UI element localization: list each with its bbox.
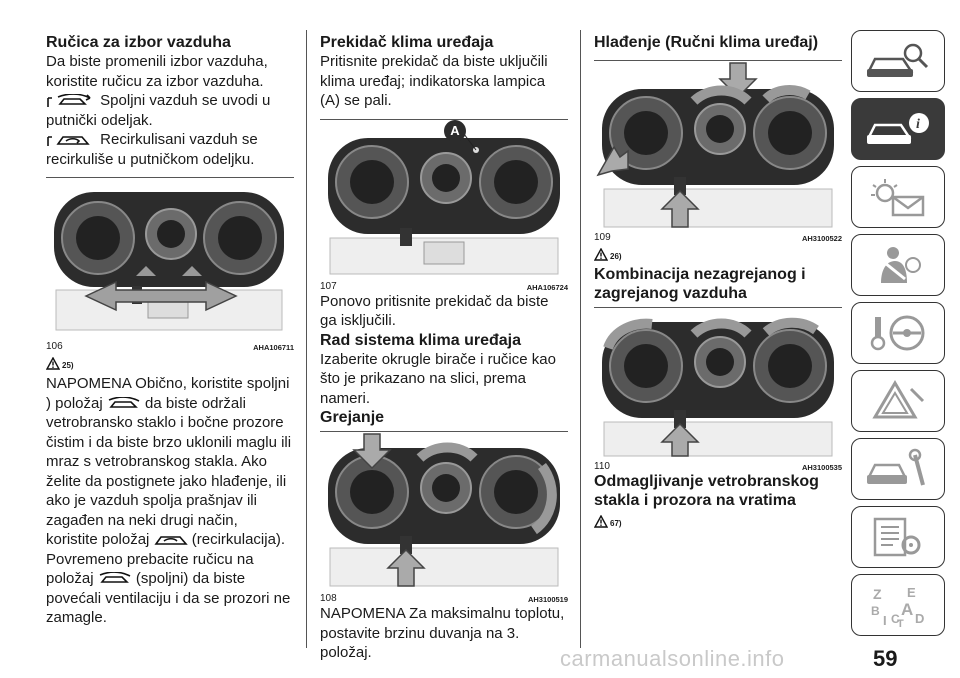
column-divider xyxy=(306,30,307,648)
warning-number: 67) xyxy=(610,519,622,528)
figure-code: AHA106711 xyxy=(253,343,294,352)
car-search-icon xyxy=(866,43,929,77)
spec-sheet-gear-icon xyxy=(873,517,921,557)
paragraph: Ponovo pritisnite prekidač da biste ga i… xyxy=(320,292,549,330)
figure-caption: 106 AHA106711 xyxy=(46,340,294,352)
index-letter: A xyxy=(901,600,913,619)
watermark: carmanualsonline.info xyxy=(560,646,785,671)
key-steering-icon xyxy=(870,315,925,351)
warning-triangle-icon xyxy=(594,515,608,528)
note-text-c: (recirkulacija). Povremeno prebacite ruč… xyxy=(46,531,286,587)
recirculation-icon xyxy=(47,136,90,147)
section-title: Rad sistema klima uređaja xyxy=(320,331,521,349)
note-text-b: da biste održali vetrobransko staklo i b… xyxy=(46,394,292,549)
paragraph: Da biste promenili izbor vazduha, korist… xyxy=(46,53,268,90)
figure-number: 108 xyxy=(320,593,337,604)
figure-code: AH3100519 xyxy=(527,595,568,604)
note-text-d: (spoljni) da biste povećali ventilaciju … xyxy=(46,570,291,626)
tab-car-search[interactable] xyxy=(851,30,945,92)
warning-number: 26) xyxy=(610,252,622,261)
hvac-panel-mixed-illustration xyxy=(602,317,834,457)
hazard-triangle-icon xyxy=(872,380,925,419)
car-info-icon: i xyxy=(866,113,929,144)
warning-light-mail-icon xyxy=(871,179,925,217)
index-letter: T xyxy=(897,618,904,627)
warning-number: 25) xyxy=(62,361,74,370)
index-letter: Z xyxy=(873,586,882,602)
warning-reference: 26) xyxy=(594,245,842,261)
callout-a: A xyxy=(444,119,466,142)
tab-index[interactable]: Z E B A I C T D xyxy=(851,574,945,636)
tab-warning-lights[interactable] xyxy=(851,166,945,228)
tab-car-info[interactable]: i xyxy=(851,98,945,160)
column-cooling: Hlađenje (Ručni klima uređaj) 109 AH3100… xyxy=(594,33,842,532)
figure-caption: 107 AHA106724 xyxy=(320,280,568,292)
index-letter: E xyxy=(907,585,916,600)
figure-code: AHA106724 xyxy=(526,282,568,292)
tab-maintenance[interactable] xyxy=(851,438,945,500)
paragraph: Pritisnite prekidač da biste uključili k… xyxy=(320,53,548,109)
section-title: Prekidač klima uređaja xyxy=(320,34,494,51)
outside-air-icon xyxy=(47,94,91,108)
index-letter: I xyxy=(883,613,887,627)
section-title: Hlađenje (Ručni klima uređaj) xyxy=(594,34,819,51)
column-ac-switch: Prekidač klima uređaja Pritisnite prekid… xyxy=(320,33,568,663)
subsection-title: Grejanje xyxy=(320,409,385,426)
recirculation-icon xyxy=(154,536,188,545)
svg-text:i: i xyxy=(916,117,920,132)
figure-number: 106 xyxy=(46,341,63,352)
list-item: Recirkulisani vazduh se recirkuliše u pu… xyxy=(46,130,292,169)
hvac-panel-cooling-illustration xyxy=(596,62,834,228)
column-divider xyxy=(580,30,581,648)
index-letter: D xyxy=(915,611,924,626)
warning-triangle-icon xyxy=(46,357,60,370)
section-title: Kombinacija nezagrejanog i zagrejanog va… xyxy=(594,266,806,302)
figure-number: 107 xyxy=(320,280,337,292)
hvac-panel-heating-illustration xyxy=(328,433,560,587)
index-letter: B xyxy=(871,604,880,618)
warning-triangle-icon xyxy=(594,248,608,261)
tab-emergency[interactable] xyxy=(851,370,945,432)
outside-air-icon xyxy=(108,396,140,408)
warning-reference: 67) xyxy=(594,512,842,528)
figure-number: 109 xyxy=(594,232,611,243)
figure-107: A 107 AHA106724 xyxy=(320,118,568,292)
page-number: 59 xyxy=(873,646,898,671)
list-item-text: Recirkulisani vazduh se recirkuliše u pu… xyxy=(46,131,258,168)
tab-technical-data[interactable] xyxy=(851,506,945,568)
index-letter: C xyxy=(891,612,900,626)
chapter-tabs: i Z E B A I C T D xyxy=(851,30,947,642)
warning-reference: 25) xyxy=(46,354,292,370)
figure-code: AH3100535 xyxy=(801,463,842,472)
note-paragraph: NAPOMENA Obično, koristite spoljni ) pol… xyxy=(46,374,292,628)
alphabet-index-icon: Z E B A I C T D xyxy=(871,585,924,627)
list-item-text: Spoljni vazduh se uvodi u putnički odelj… xyxy=(46,92,271,129)
tab-safety[interactable] xyxy=(851,234,945,296)
paragraph: NAPOMENA Za maksimalnu toplotu, postavit… xyxy=(320,605,565,661)
section-title: Odmagljivanje vetrobranskog stakla i pro… xyxy=(594,473,819,509)
figure-106: 106 AHA106711 xyxy=(46,177,294,352)
tab-starting-driving[interactable] xyxy=(851,302,945,364)
hvac-panel-illustration xyxy=(328,133,560,274)
figure-109: 109 AH3100522 xyxy=(594,60,842,243)
figure-caption: 110 AH3100535 xyxy=(594,460,842,472)
figure-number: 110 xyxy=(594,461,610,472)
figure-caption: 109 AH3100522 xyxy=(594,231,842,243)
hvac-panel-illustration xyxy=(46,178,292,338)
figure-code: AH3100522 xyxy=(801,234,842,243)
list-item: Spoljni vazduh se uvodi u putnički odelj… xyxy=(46,91,292,130)
figure-caption: 108 AH3100519 xyxy=(320,592,568,604)
outside-air-icon xyxy=(99,572,131,583)
figure-108: 108 AH3100519 xyxy=(320,431,568,604)
paragraph: Izaberite okrugle birače i ručice kao št… xyxy=(320,350,556,407)
car-wrench-icon xyxy=(866,448,925,486)
note-text-a: NAPOMENA Obično, koristite spoljni ) pol… xyxy=(46,375,290,412)
section-title: Ručica za izbor vazduha xyxy=(46,34,231,51)
seatbelt-airbag-icon xyxy=(881,247,921,283)
figure-110: 110 AH3100535 xyxy=(594,307,842,472)
column-air-selection: Ručica za izbor vazduha Da biste promeni… xyxy=(46,33,294,628)
